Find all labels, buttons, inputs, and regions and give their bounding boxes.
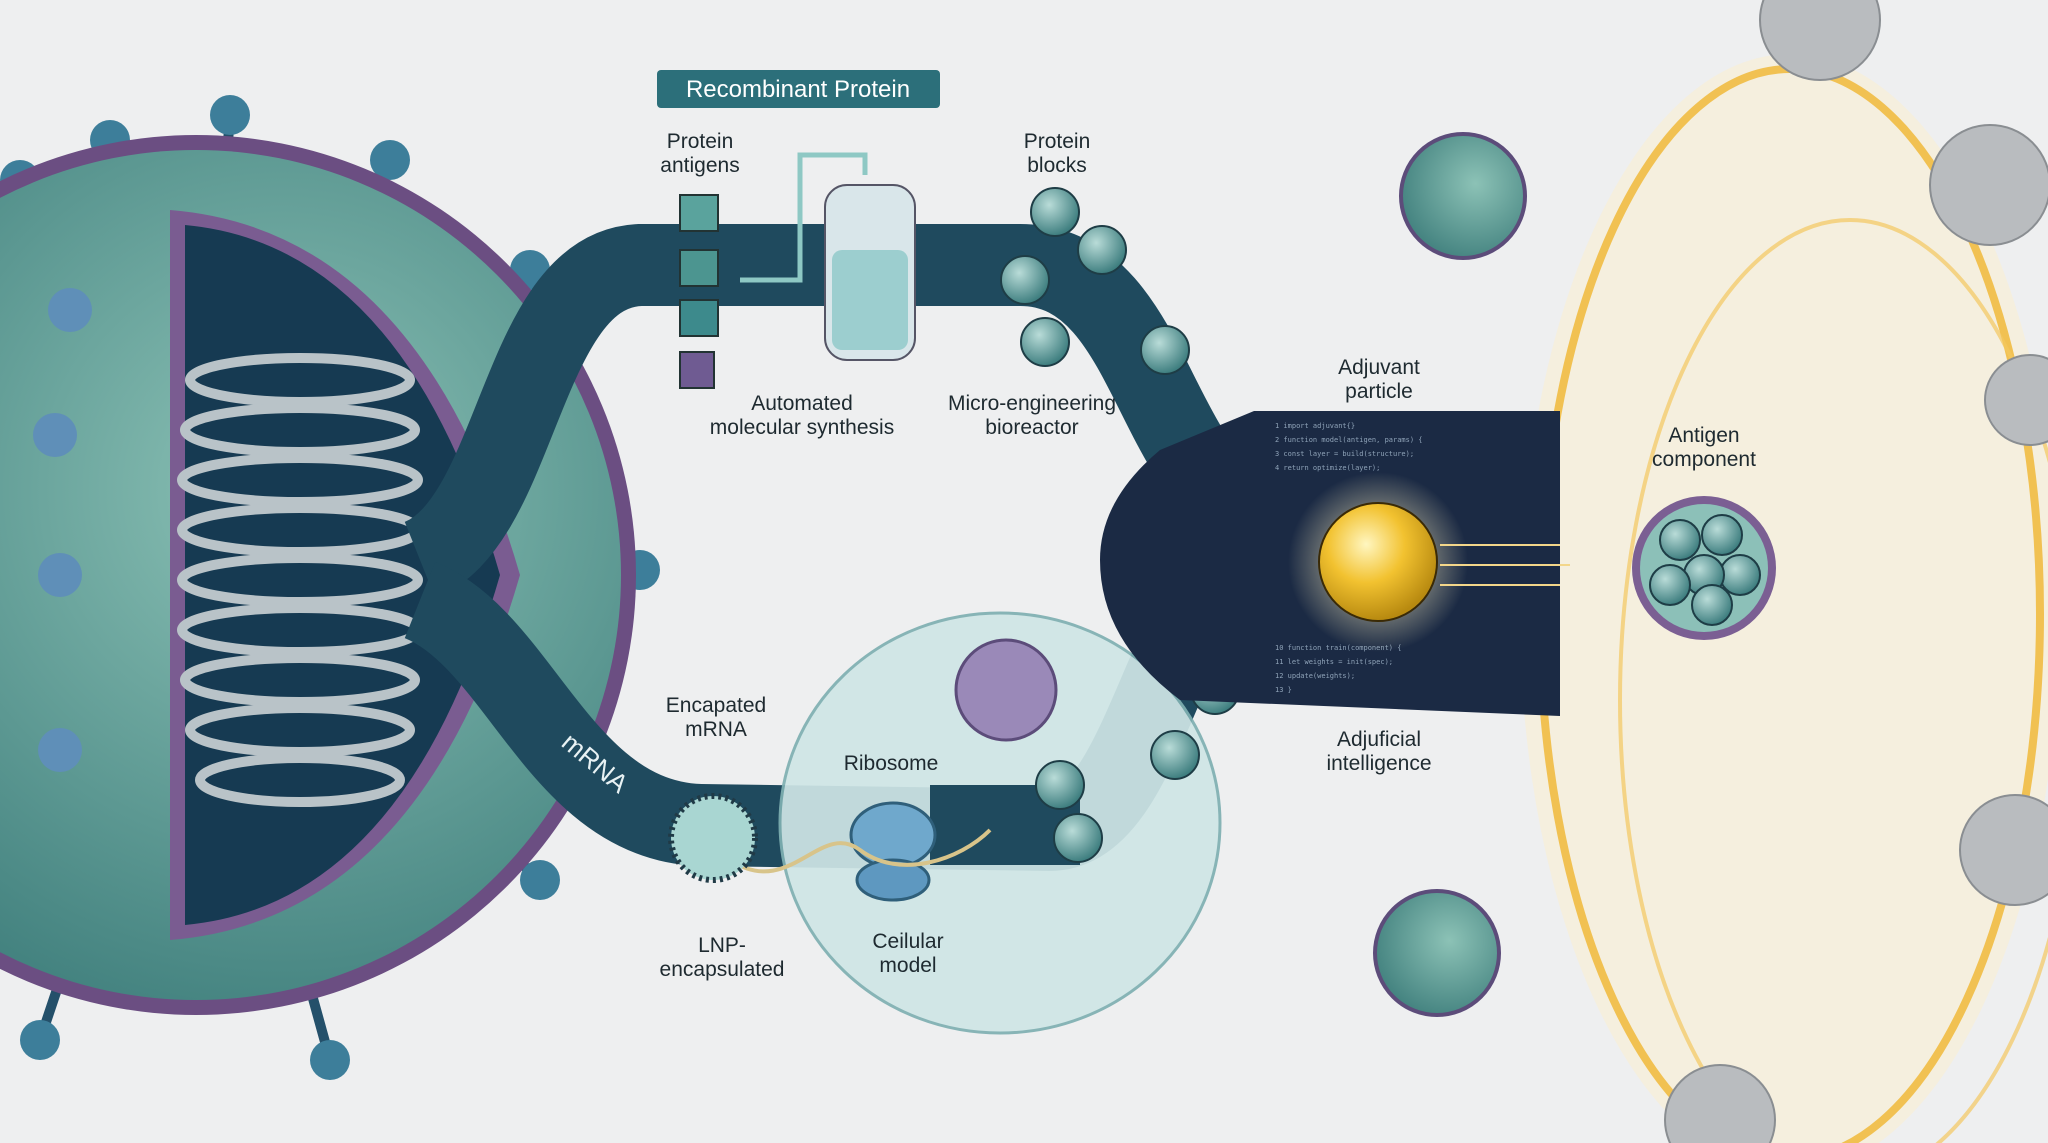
label-protein-blocks-1: Protein (1024, 130, 1091, 153)
svg-text:11 let weights = init(spec);: 11 let weights = init(spec); (1275, 658, 1393, 666)
mrna-strand (728, 828, 992, 874)
label-bioreactor-1: Micro-engineering (948, 392, 1116, 415)
lnp-particle-icon (668, 793, 758, 883)
label-bioreactor-2: bioreactor (985, 416, 1078, 439)
recombinant-protein-badge: Recombinant Protein (657, 70, 940, 108)
label-adjuficial-1: Adjuficial (1337, 728, 1421, 751)
label-adjuvant-1: Adjuvant (1338, 356, 1420, 379)
large-virus-cross-section (0, 95, 660, 1080)
label-ribosome: Ribosome (844, 752, 939, 775)
background-viruses (1664, 0, 2048, 1143)
label-antigen-2: component (1652, 448, 1756, 471)
svg-text:1 import adjuvant{}: 1 import adjuvant{} (1275, 422, 1355, 430)
label-antigen-1: Antigen (1668, 424, 1739, 447)
svg-text:2 function model(antigen, par: 2 function model(antigen, params) { (1275, 436, 1423, 444)
small-teal-viruses (1373, 132, 1527, 1017)
label-adjuvant-2: particle (1345, 380, 1413, 403)
label-lnp-1: LNP- (698, 934, 746, 957)
label-automated-2: molecular synthesis (710, 416, 894, 439)
protein-antigen-blocks (679, 194, 719, 389)
label-protein-antigens-2: antigens (660, 154, 739, 177)
svg-text:10 function train(component) {: 10 function train(component) { (1275, 644, 1401, 652)
svg-text:12 update(weights);: 12 update(weights); (1275, 672, 1355, 680)
label-protein-blocks-2: blocks (1027, 154, 1087, 177)
label-cellular-2: model (879, 954, 936, 977)
antigen-component-virus (1632, 496, 1776, 640)
purple-vesicle (954, 638, 1058, 742)
svg-text:4 return optimize(layer);: 4 return optimize(layer); (1275, 464, 1380, 472)
svg-text:Recombinant Protein: Recombinant Protein (686, 76, 910, 103)
bioreactor-icon (740, 152, 916, 361)
label-cellular-1: Ceilular (872, 930, 943, 953)
label-adjuficial-2: intelligence (1326, 752, 1431, 775)
label-protein-antigens-1: Protein (667, 130, 734, 153)
adjuvant-gold-sphere (1318, 502, 1438, 622)
label-lnp-2: encapsulated (660, 958, 785, 981)
svg-text:3 const layer = build(struc: 3 const layer = build(structure); (1275, 450, 1414, 458)
label-automated-1: Automated (751, 392, 853, 415)
cellular-model-cell (668, 611, 1222, 1035)
ribosome-icon (849, 801, 937, 902)
ai-code-panel: 1 import adjuvant{} 2 function model(anti… (1100, 411, 1570, 716)
label-encapated-1: Encapated (666, 694, 766, 717)
label-encapated-2: mRNA (685, 718, 747, 741)
svg-text:13 }: 13 } (1275, 686, 1292, 694)
